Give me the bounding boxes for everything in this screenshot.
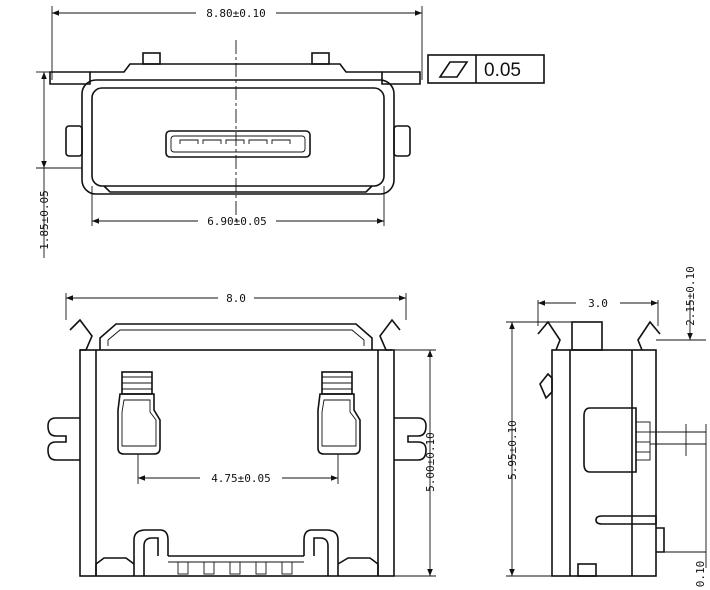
flatness-value: 0.05 <box>484 60 521 81</box>
top-left-pad <box>117 371 161 484</box>
front-overall-width-label: 8.80±0.10 <box>206 7 266 20</box>
top-pad-pitch-label: 4.75±0.05 <box>211 472 271 485</box>
front-contacts <box>179 139 291 144</box>
flatness-icon <box>438 61 469 78</box>
side-width-label: 3.0 <box>588 297 608 310</box>
top-pins <box>177 561 293 575</box>
side-tab-offset-label: 2.15±0.10 <box>684 266 697 326</box>
top-depth-label: 5.00±0.10 <box>424 432 437 492</box>
side-view: 3.0 2.15±0.10 5.95±0.10 <box>506 266 707 587</box>
front-body-width-label: 6.90±0.05 <box>207 215 267 228</box>
front-view: 8.80±0.10 1.85±0.0 <box>36 6 545 258</box>
side-length-label: 5.95±0.10 <box>506 420 519 480</box>
front-height-label: 1.85±0.05 <box>38 190 51 250</box>
top-right-pad <box>317 371 361 484</box>
flatness-callout: 0.05 <box>427 54 545 84</box>
side-pin-offset-label: 0.10 <box>694 561 707 588</box>
top-overall-width-label: 8.0 <box>226 292 246 305</box>
top-view: 8.0 <box>47 292 437 577</box>
